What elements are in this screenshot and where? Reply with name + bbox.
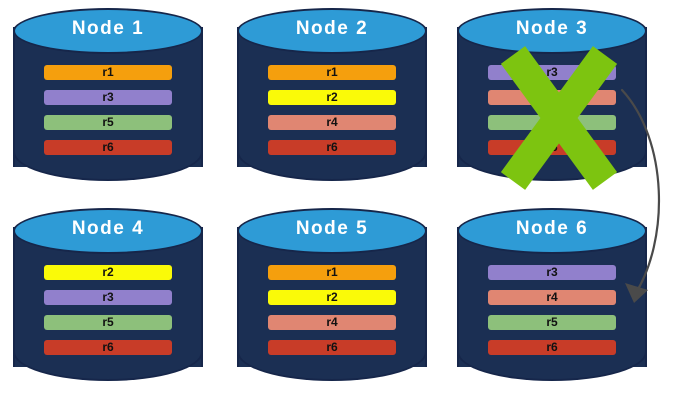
cylinder-top-ellipse	[13, 8, 203, 54]
replica-bar[interactable]: r6	[488, 340, 616, 355]
replica-bar[interactable]: r2	[268, 90, 396, 105]
node-cylinder-2[interactable]: Node 2 r1 r2 r4 r6	[237, 5, 427, 190]
replica-bar[interactable]: r5	[488, 315, 616, 330]
node-cylinder-4[interactable]: Node 4 r2 r3 r5 r6	[13, 205, 203, 390]
node-title: Node 2	[295, 18, 369, 39]
node-title: Node 1	[71, 18, 145, 39]
cylinder-top-ellipse	[457, 208, 647, 254]
replica-bar[interactable]: r3	[44, 90, 172, 105]
replica-list: r3 r4 r5 r6	[488, 265, 616, 355]
replica-list: r1 r3 r5 r6	[44, 65, 172, 155]
node-title: Node 5	[295, 218, 369, 239]
replica-bar[interactable]: r1	[44, 65, 172, 80]
replica-bar[interactable]: r1	[268, 265, 396, 280]
replica-bar[interactable]: r3	[488, 65, 616, 80]
replica-bar[interactable]: r3	[488, 265, 616, 280]
node-title: Node 4	[71, 218, 145, 239]
replica-bar[interactable]: r2	[268, 290, 396, 305]
replica-bar[interactable]: r4	[268, 315, 396, 330]
replica-list: r3 r4 r5 r6	[488, 65, 616, 155]
replica-bar[interactable]: r4	[268, 115, 396, 130]
replica-bar[interactable]: r5	[488, 115, 616, 130]
node-cylinder-6[interactable]: Node 6 r3 r4 r5 r6	[457, 205, 647, 390]
cylinder-top-ellipse	[13, 208, 203, 254]
replica-bar[interactable]: r6	[44, 140, 172, 155]
replica-bar[interactable]: r5	[44, 115, 172, 130]
node-cylinder-5[interactable]: Node 5 r1 r2 r4 r6	[237, 205, 427, 390]
replica-bar[interactable]: r5	[44, 315, 172, 330]
replica-bar[interactable]: r4	[488, 90, 616, 105]
replica-bar[interactable]: r6	[268, 140, 396, 155]
replica-list: r2 r3 r5 r6	[44, 265, 172, 355]
node-title: Node 3	[515, 18, 589, 39]
replica-bar[interactable]: r4	[488, 290, 616, 305]
replica-bar[interactable]: r6	[44, 340, 172, 355]
replica-bar[interactable]: r1	[268, 65, 396, 80]
node-title: Node 6	[515, 218, 589, 239]
replica-list: r1 r2 r4 r6	[268, 65, 396, 155]
replica-bar[interactable]: r2	[44, 265, 172, 280]
replica-bar[interactable]: r6	[268, 340, 396, 355]
node-cylinder-1[interactable]: Node 1 r1 r3 r5 r6	[13, 5, 203, 190]
replica-list: r1 r2 r4 r6	[268, 265, 396, 355]
replica-bar[interactable]: r6	[488, 140, 616, 155]
node-cylinder-3[interactable]: Node 3 r3 r4 r5 r6	[457, 5, 647, 190]
cylinder-top-ellipse	[237, 208, 427, 254]
replica-bar[interactable]: r3	[44, 290, 172, 305]
cylinder-top-ellipse	[237, 8, 427, 54]
